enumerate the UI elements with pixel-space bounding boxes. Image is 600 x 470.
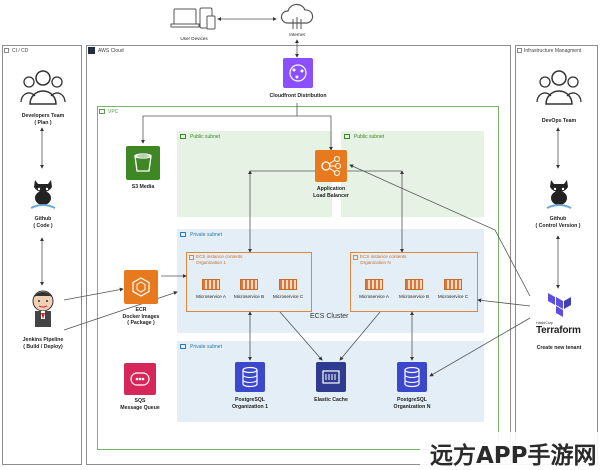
public-subnet-2 xyxy=(341,131,484,217)
public-subnet-2-title: Public subnet xyxy=(354,134,385,140)
internet-label: Internet xyxy=(289,32,305,37)
ecs-org1-icon xyxy=(189,255,194,260)
ecr-label-line3: ( Package ) xyxy=(127,320,155,326)
microservice-a-org1: Microservice A xyxy=(196,294,226,299)
ecr-label-line1: ECR xyxy=(135,307,147,313)
microservice-c-org1: Microservice C xyxy=(272,294,304,299)
private-subnet-db-icon xyxy=(180,344,186,349)
terraform-prefix: HashiCorp xyxy=(536,321,553,325)
ecs-orgN-icon xyxy=(353,255,358,260)
ecr-label-line2: Docker Images xyxy=(122,313,160,320)
github-cicd-line1: Github xyxy=(34,216,52,222)
developers-team-icon xyxy=(20,66,66,108)
private-subnet-ecs-title: Private subnet xyxy=(190,232,222,238)
microservice-a-icon xyxy=(202,279,220,290)
github-infra-icon xyxy=(544,172,574,212)
sqs-label: SQS Message Queue xyxy=(110,398,170,411)
microservice-c-orgN: Microservice C xyxy=(437,294,469,299)
vpc-icon xyxy=(99,109,105,114)
ecs-org1-line2: Organization 1 xyxy=(196,259,226,265)
cicd-title: CI / CD xyxy=(12,48,29,54)
ecs-orgN-line2: Organization N xyxy=(360,259,391,265)
alb-label-line1: Application xyxy=(316,186,346,192)
infra-title: Infrastructure Managment xyxy=(524,48,582,54)
alb-icon xyxy=(315,150,347,182)
postgres-orgN-icon xyxy=(397,362,427,392)
jenkins-label: Jenkins Pipeline ( Build / Deploy) xyxy=(10,337,76,350)
user-devices-icon xyxy=(170,6,218,32)
s3-label: S3 Media xyxy=(131,184,155,190)
postgres-orgN-line1: PostgreSQL xyxy=(397,397,427,403)
ecs-orgN-label: ECS instance contents Organization N xyxy=(360,254,406,265)
developers-team-line2: ( Plan ) xyxy=(34,119,52,126)
cicd-panel-icon xyxy=(4,48,9,53)
github-infra-line1: Github xyxy=(549,216,567,222)
user-devices-label: User Devices xyxy=(180,36,208,41)
jenkins-icon xyxy=(28,289,58,329)
microservice-c-icon xyxy=(279,279,297,290)
alb-label: Application Load Balancer xyxy=(301,186,361,199)
create-tenant-label: Create new tenant xyxy=(536,345,582,351)
jenkins-line2: ( Build / Deploy) xyxy=(23,343,63,350)
aws-cloud-icon xyxy=(88,47,95,54)
cicd-panel xyxy=(2,45,82,465)
github-cicd-label: Github ( Code ) xyxy=(14,216,72,229)
ecs-org1-line1: ECS instance contents xyxy=(196,254,243,259)
developers-team-line1: Developers Team xyxy=(21,113,65,119)
public-subnet-2-icon xyxy=(344,134,350,139)
jenkins-line1: Jenkins Pipeline xyxy=(22,337,64,343)
microservice-a-icon-n xyxy=(365,279,383,290)
alb-label-line2: Load Balancer xyxy=(313,192,349,199)
cloudfront-icon xyxy=(283,58,313,88)
vpc-title: VPC xyxy=(108,109,119,115)
developers-team-label: Developers Team ( Plan ) xyxy=(12,113,74,126)
postgres-orgN-label: PostgreSQL Organization N xyxy=(382,397,442,410)
postgres-org1-label: PostgreSQL Organization 1 xyxy=(220,397,280,410)
microservice-b-orgN: Microservice B xyxy=(398,294,430,299)
ecr-label: ECR Docker Images ( Package ) xyxy=(113,307,169,327)
microservice-a-orgN: Microservice A xyxy=(359,294,389,299)
watermark-badge xyxy=(420,432,600,470)
s3-icon xyxy=(126,146,160,180)
watermark-text: 远方APP手游网 xyxy=(430,443,597,469)
github-infra-label: Github ( Control Version ) xyxy=(522,216,594,229)
postgres-orgN-line2: Organization N xyxy=(393,403,431,410)
aws-cloud-title: AWS Cloud xyxy=(98,48,124,54)
microservice-b-icon-n xyxy=(405,279,423,290)
cloudfront-label: Cloudfront Distribution xyxy=(269,93,327,99)
github-cicd-line2: ( Code ) xyxy=(33,222,53,229)
ecs-org1-label: ECS instance contents Organization 1 xyxy=(196,254,242,265)
public-subnet-1-title: Public subnet xyxy=(190,134,221,140)
elastic-cache-icon xyxy=(316,362,346,392)
ecs-orgN-line1: ECS instance contents xyxy=(360,254,407,259)
ecs-cluster-label: ECS Cluster xyxy=(310,313,349,320)
private-subnet-db-title: Private subnet xyxy=(190,344,222,350)
postgres-org1-line2: Organization 1 xyxy=(231,403,269,410)
sqs-label-line2: Message Queue xyxy=(120,404,160,411)
microservice-c-icon-n xyxy=(444,279,462,290)
public-subnet-1-icon xyxy=(180,134,186,139)
infra-panel-icon xyxy=(517,48,522,53)
devops-team-label: DevOps Team xyxy=(541,118,577,124)
public-subnet-1 xyxy=(177,131,332,217)
private-subnet-ecs-icon xyxy=(180,232,186,237)
sqs-label-line1: SQS xyxy=(134,398,146,404)
microservice-b-icon xyxy=(240,279,258,290)
postgres-org1-icon xyxy=(235,362,265,392)
github-cicd-icon xyxy=(28,172,58,212)
terraform-wordmark: Terraform xyxy=(536,325,581,336)
devops-team-icon xyxy=(536,66,582,108)
sqs-icon xyxy=(124,363,156,395)
internet-icon xyxy=(279,3,315,31)
github-infra-line2: ( Control Version ) xyxy=(535,222,581,229)
elastic-cache-label: Elastic Cache xyxy=(314,397,348,403)
postgres-org1-line1: PostgreSQL xyxy=(235,397,265,403)
terraform-icon xyxy=(546,293,572,317)
ecr-icon xyxy=(124,270,158,304)
microservice-b-org1: Microservice B xyxy=(233,294,265,299)
